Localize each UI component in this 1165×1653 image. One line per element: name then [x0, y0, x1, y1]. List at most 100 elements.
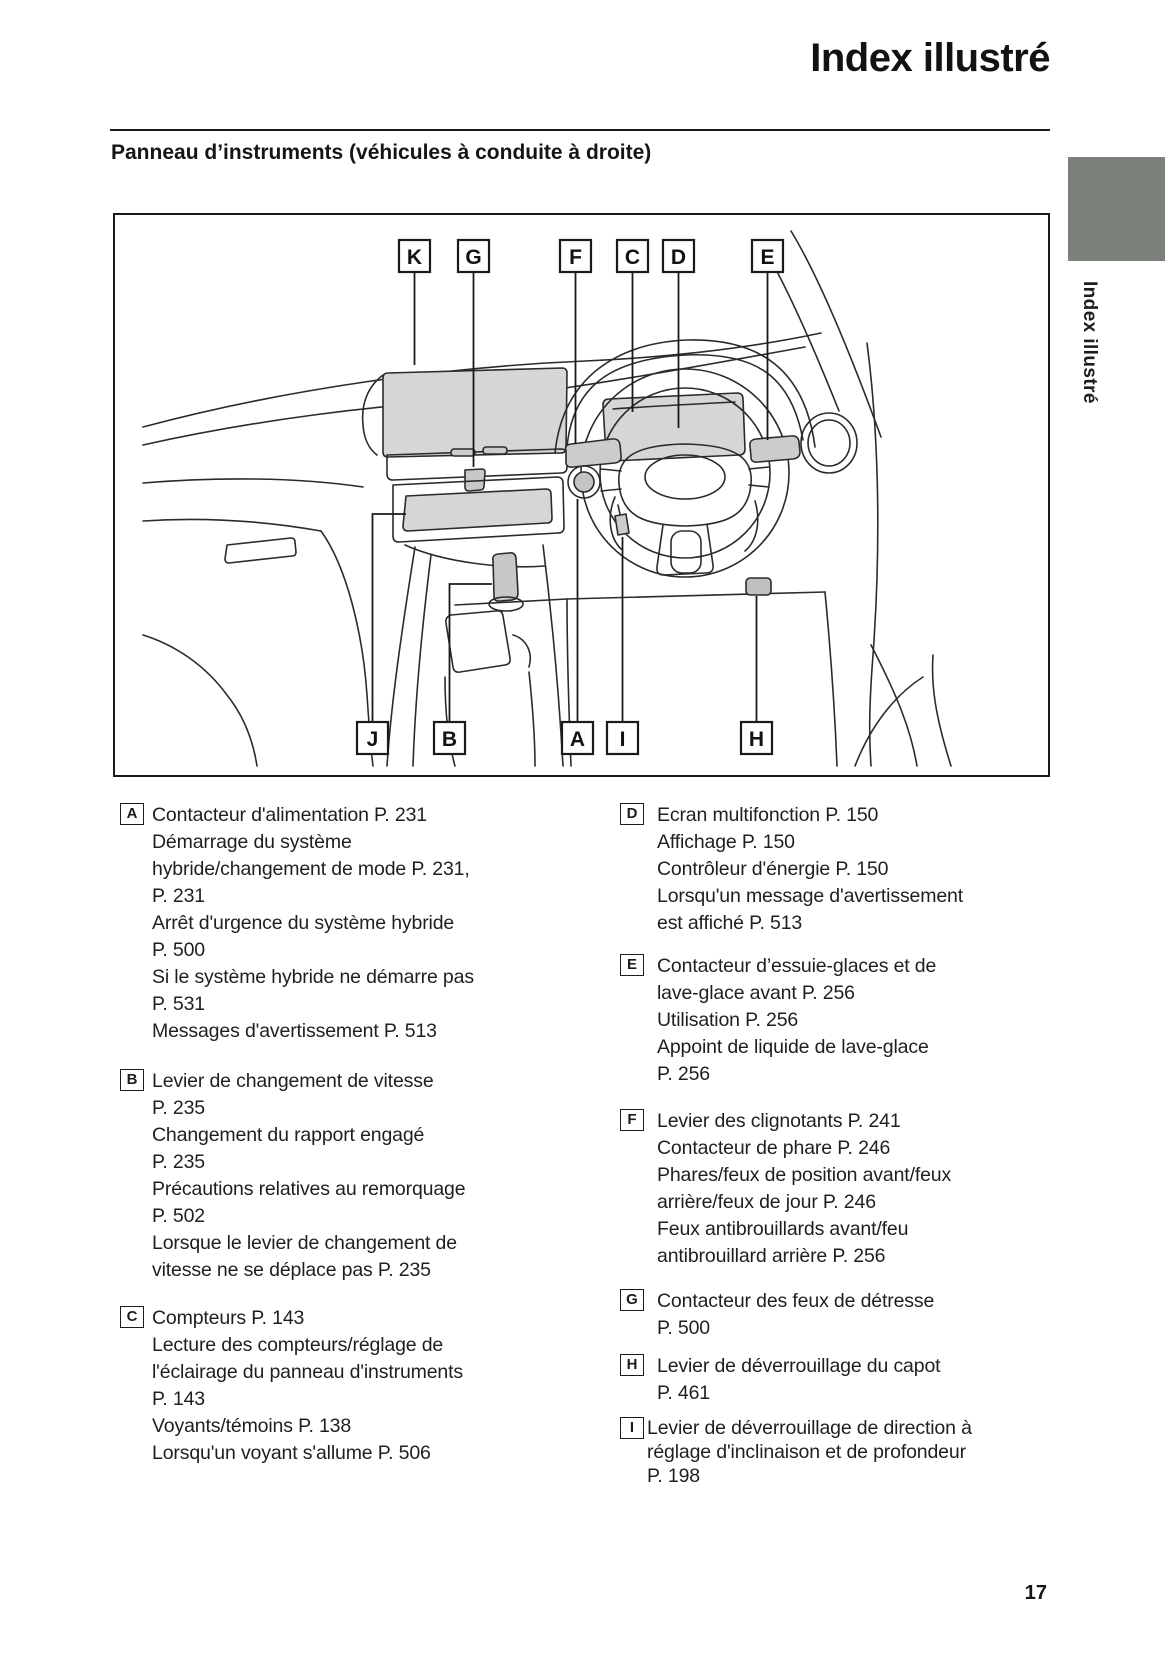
- page-number: 17: [1024, 1582, 1047, 1604]
- airbag-pad: [618, 443, 752, 527]
- entry-line: Précautions relatives au remorquage: [152, 1178, 466, 1200]
- entry-line: Contacteur des feux de détresse: [657, 1290, 935, 1312]
- entry-line: P. 143: [152, 1388, 205, 1410]
- dashboard-figure: K G F C D E J B A I H: [113, 213, 1050, 777]
- entry-line: P. 231: [152, 885, 205, 907]
- callout-C: C: [625, 246, 640, 269]
- entry-line: P. 500: [657, 1317, 710, 1339]
- entry-line: Levier des clignotants P. 241: [657, 1110, 901, 1132]
- callout-K: K: [407, 246, 422, 269]
- shift-knob-shape: [492, 552, 519, 602]
- seat-line-right: [931, 654, 952, 767]
- cluster-hood-inner: [566, 353, 804, 448]
- entry-lines: Contacteur des feux de détresse P. 500: [657, 1288, 934, 1342]
- wheel-hub: [644, 454, 726, 500]
- power-switch-inner: [573, 471, 595, 493]
- callout-E: E: [760, 246, 774, 269]
- callout-D: D: [671, 246, 686, 269]
- cupholder: [445, 610, 511, 673]
- entry-letter-box: B: [120, 1069, 144, 1091]
- entry-line: Affichage P. 150: [657, 831, 795, 853]
- console-left-inner: [412, 554, 432, 767]
- entry-line: Lorsqu'un voyant s'allume P. 506: [152, 1442, 431, 1464]
- callout-boxes: [355, 238, 785, 756]
- entry-line: Phares/feux de position avant/feux: [657, 1164, 952, 1186]
- door-speaker: [800, 412, 858, 474]
- column-right: [744, 500, 759, 552]
- entry-line: Utilisation P. 256: [657, 1009, 799, 1031]
- callout-J: J: [367, 728, 379, 751]
- entry-line: Contacteur d'alimentation P. 231: [152, 804, 427, 826]
- entry-line: antibrouillard arrière P. 256: [657, 1245, 886, 1267]
- callout-G: G: [465, 246, 481, 269]
- entry-line: Démarrage du système: [152, 831, 352, 853]
- entry-line: arrière/feux de jour P. 246: [657, 1191, 876, 1213]
- spoke-left-b: [600, 488, 622, 492]
- entry-line: Feux antibrouillards avant/feu: [657, 1218, 909, 1240]
- entry-letter-box: H: [620, 1354, 644, 1376]
- entry-line: Contacteur d’essuie-glaces et de: [657, 955, 937, 977]
- entry-line: P. 502: [152, 1205, 205, 1227]
- hazard-switch-tab: [464, 468, 486, 492]
- entry-line: est affiché P. 513: [657, 912, 803, 934]
- callout-A: A: [570, 728, 585, 751]
- dashboard-diagram: K G F C D E J B A I H: [142, 230, 952, 767]
- entry-line: Arrêt d'urgence du système hybride: [152, 912, 455, 934]
- a-pillar-outer: [790, 230, 882, 438]
- tilt-lever-stem: [617, 504, 621, 515]
- index-entry-G: G Contacteur des feux de détresse P. 500: [620, 1288, 934, 1342]
- entry-line: Voyants/témoins P. 138: [152, 1415, 352, 1437]
- entry-line: P. 500: [152, 939, 205, 961]
- entry-line: réglage d'inclinaison et de profondeur: [647, 1441, 966, 1463]
- entry-line: hybride/changement de mode P. 231,: [152, 858, 470, 880]
- trim-strip-shape: [402, 488, 553, 532]
- light-stalk-shape: [749, 435, 801, 463]
- callout-leader-lines: [371, 272, 769, 722]
- entry-letter-box: C: [120, 1306, 144, 1328]
- entry-line: Lecture des compteurs/réglage de: [152, 1334, 444, 1356]
- chapter-tab-marker: [1068, 157, 1165, 261]
- hood-release-lever-shape: [745, 577, 772, 596]
- entry-letter-box: E: [620, 954, 644, 976]
- callout-H: H: [749, 728, 764, 751]
- entry-line: Si le système hybride ne démarre pas: [152, 966, 474, 988]
- spoke-bottom: [656, 523, 714, 576]
- spoke-bottom-hole: [670, 530, 702, 574]
- entry-letter-box: G: [620, 1289, 644, 1311]
- entry-line: Contrôleur d'énergie P. 150: [657, 858, 889, 880]
- spoke-right-a: [748, 466, 770, 470]
- console-boot-right: [528, 671, 536, 767]
- entry-letter-box: I: [620, 1417, 644, 1439]
- vent-housing: [392, 476, 565, 543]
- side-tab-label: Index illustré: [1079, 281, 1100, 404]
- door-edge: [866, 342, 879, 767]
- entry-line: P. 235: [152, 1097, 205, 1119]
- entry-line: P. 235: [152, 1151, 205, 1173]
- entry-line: Changement du rapport engagé: [152, 1124, 425, 1146]
- entry-line: Lorsque le levier de changement de: [152, 1232, 457, 1254]
- cupholder-2: [512, 634, 531, 668]
- section-heading: Panneau d’instruments (véhicules à condu…: [111, 141, 652, 164]
- left-vent-slot: [224, 537, 297, 564]
- entry-line: Messages d'avertissement P. 513: [152, 1020, 437, 1042]
- title-divider: [110, 129, 1050, 131]
- shelf-tab-2: [482, 446, 508, 455]
- display-side-panel: [361, 374, 384, 456]
- callout-I: I: [620, 728, 626, 751]
- console-left-edge: [386, 546, 416, 767]
- entry-line: P. 198: [647, 1465, 700, 1487]
- page-title: Index illustré: [810, 36, 1050, 80]
